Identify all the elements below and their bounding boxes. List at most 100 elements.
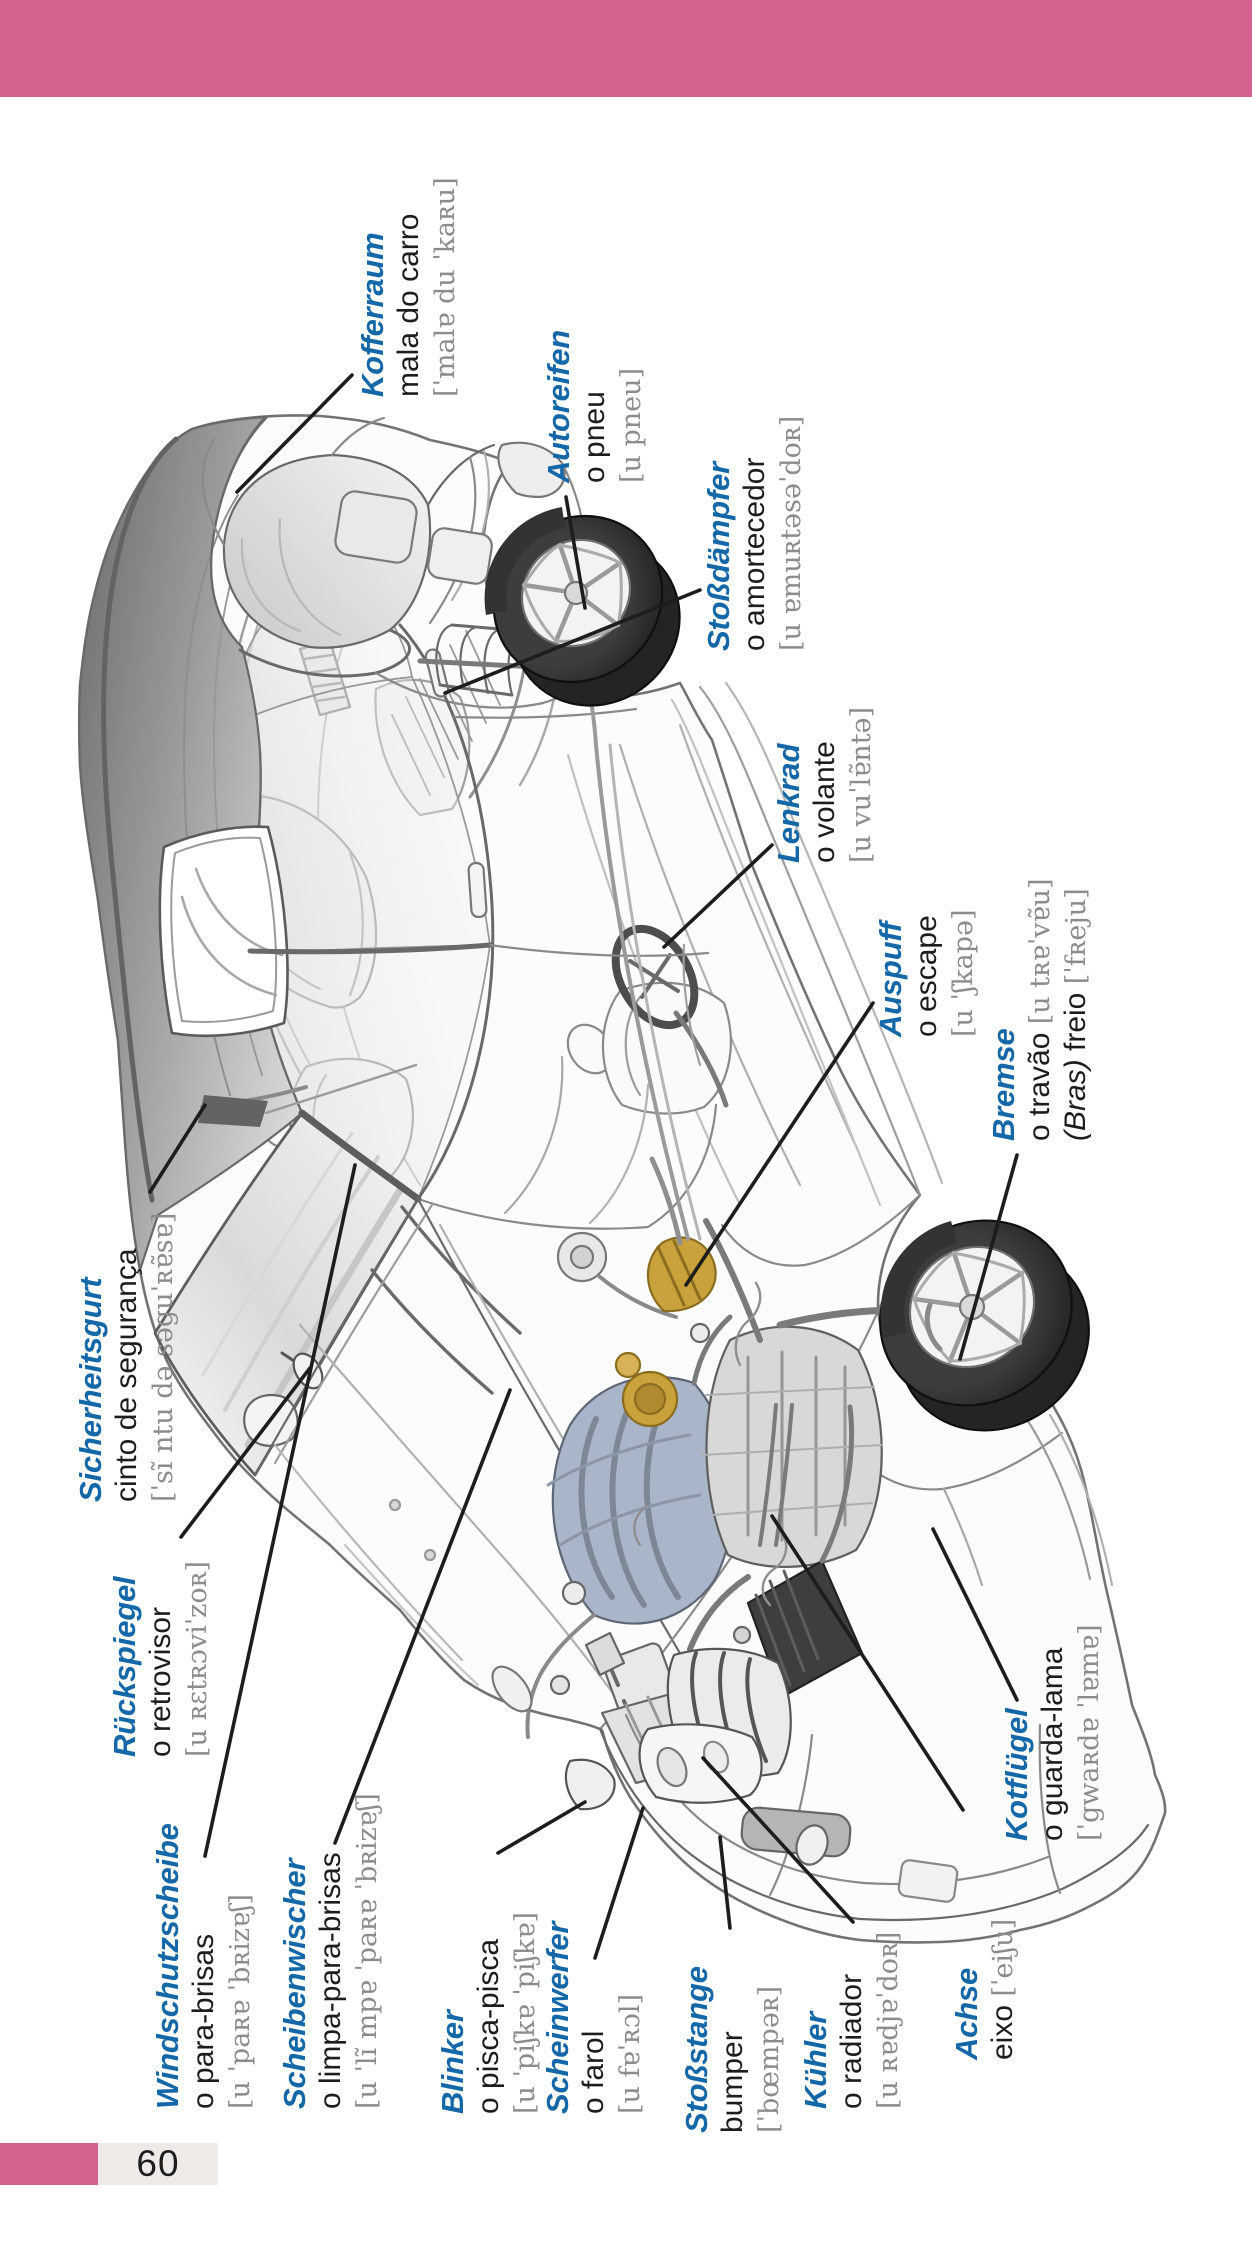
contour-line bbox=[942, 1487, 984, 1587]
phonetic-transcription: [u vuˈlɐ̃ntə] bbox=[846, 706, 877, 863]
contour-line bbox=[691, 1314, 733, 1386]
contour-line bbox=[298, 1109, 422, 1203]
german-term: Achse bbox=[949, 1967, 984, 2060]
door-seam-rear bbox=[452, 707, 638, 719]
contour-line bbox=[911, 1250, 1025, 1364]
variant-word: freio bbox=[1059, 984, 1092, 1051]
contour-line bbox=[633, 1505, 788, 1607]
variant-region-prefix: (Bras) bbox=[1059, 1051, 1092, 1141]
engine-block bbox=[701, 1325, 883, 1568]
contour-line bbox=[298, 1323, 622, 1705]
label-line: [ˈgwaʀdɐ ˈlɐmɐ] bbox=[1071, 1625, 1107, 1842]
leader-lines bbox=[148, 373, 1019, 1960]
label-windschutzscheibe: Windschutzscheibe o para-brisas [u ˈpaʀɐ… bbox=[150, 1823, 258, 2109]
german-term: Scheinwerfer bbox=[540, 1921, 575, 2114]
phonetic-transcription: [ˈsĩ ntu də səguˈʀɐ̃sɐ] bbox=[148, 1212, 179, 1502]
seatbelt-band bbox=[198, 1095, 268, 1127]
contour-line bbox=[598, 1275, 678, 1319]
german-term: Stoßdämpfer bbox=[701, 462, 736, 651]
blinker-lens bbox=[564, 1758, 616, 1811]
label-line: [ˈbœmpəʀ] bbox=[751, 1966, 787, 2133]
contour-line bbox=[678, 723, 862, 1157]
leader-rueckspiegel bbox=[179, 1366, 312, 1539]
fog-light bbox=[795, 1824, 829, 1866]
phonetic-transcription: [u pneu] bbox=[616, 367, 647, 483]
label-line: o radiador bbox=[834, 1932, 870, 2109]
phonetic-transcription: [u ˈpaʀɐ ˈbʀizɐʃ] bbox=[225, 1894, 256, 2109]
label-line: [u ʀɐdjɐˈdoʀ] bbox=[870, 1932, 906, 2109]
front-bumper bbox=[598, 1727, 1150, 1922]
contour-line bbox=[649, 1156, 683, 1246]
german-term: Blinker bbox=[435, 2010, 470, 2114]
german-term: Kühler bbox=[798, 2012, 833, 2109]
label-line: mala do carro bbox=[391, 177, 427, 397]
contour-line bbox=[687, 1574, 751, 1652]
portuguese-translation: o pneu bbox=[578, 391, 611, 483]
phonetic-transcription: [ˈmalɐ du ˈkaʀu] bbox=[430, 177, 461, 397]
bumper-cover bbox=[897, 1859, 959, 1903]
label-line: o retrovisor bbox=[143, 1561, 179, 1757]
label-line: [ˈsĩ ntu də səguˈʀɐ̃sɐ] bbox=[145, 1213, 181, 1502]
label-achse: Achse eixo [ˈeiʃu] bbox=[949, 1919, 1057, 2060]
contour-line bbox=[209, 415, 269, 649]
contour-line bbox=[170, 836, 278, 1023]
phonetic-transcription: [u ˈpiʃkɐ ˈpiʃkɐ] bbox=[510, 1912, 541, 2114]
label-line: [u fɐˈʀɔl] bbox=[612, 1922, 648, 2114]
front-face bbox=[491, 1407, 1150, 1922]
contour-line bbox=[924, 1302, 943, 1352]
contour-line bbox=[628, 953, 680, 999]
contour-line bbox=[253, 1197, 420, 1477]
contour-line bbox=[724, 681, 944, 1185]
leader-sicherheitsgurt bbox=[148, 1103, 207, 1194]
german-term: Lenkrad bbox=[771, 743, 806, 863]
exhaust-shield bbox=[646, 1156, 717, 1313]
german-term: Stoßstange bbox=[679, 1966, 714, 2133]
portuguese-translation: o para-brisas bbox=[187, 1933, 220, 2109]
contour-line bbox=[1048, 1413, 1114, 1587]
far-headlight bbox=[491, 1665, 533, 1713]
sunroof-opening bbox=[158, 825, 289, 1038]
contour-line bbox=[670, 698, 882, 1207]
contour-line bbox=[618, 743, 802, 1187]
front-rim-spokes bbox=[911, 1250, 1026, 1364]
phonetic-transcription: [ˈgwaʀdɐ ˈlɐmɐ] bbox=[1074, 1624, 1105, 1842]
contour-line bbox=[584, 1631, 626, 1677]
door-handle-front bbox=[467, 861, 488, 919]
detail-circle bbox=[689, 1322, 711, 1344]
front-arch-shadow bbox=[880, 1221, 957, 1338]
hood-crease bbox=[273, 1443, 464, 1662]
door-seam-front bbox=[488, 943, 710, 957]
inline-phonetic: [ˈfʀeju] bbox=[1061, 888, 1092, 985]
label-blinker: Blinker o pisca-pisca [u ˈpiʃkɐ ˈpiʃkɐ] bbox=[435, 1912, 543, 2114]
phonetic-transcription: [u fɐˈʀɔl] bbox=[615, 1994, 646, 2114]
detail-circle bbox=[732, 1625, 752, 1645]
label-scheinwerfer: Scheinwerfer o farol [u fɐˈʀɔl] bbox=[540, 1922, 648, 2114]
contour-line bbox=[240, 517, 342, 637]
contour-line bbox=[503, 1055, 564, 1215]
contour-line bbox=[601, 981, 732, 1115]
label-bremse: Bremse o travão [u tʀɐˈvɐ̃u] (Bras) frei… bbox=[986, 878, 1094, 1141]
footer-pagenumber-box: 60 bbox=[98, 2143, 218, 2185]
contour-line bbox=[656, 1239, 702, 1307]
portuguese-translation: o volante bbox=[808, 741, 841, 863]
label-stossdaempfer: Stoßdämpfer o amortecedor [u ɐmuʀtəsəˈdo… bbox=[701, 416, 809, 651]
portuguese-translation: mala do carro bbox=[392, 213, 425, 397]
label-scheibenwischer: Scheibenwischer o limpa-para-brisas [u ˈ… bbox=[277, 1793, 385, 2109]
contour-line bbox=[546, 1433, 702, 1547]
contour-line bbox=[223, 1155, 380, 1412]
leader-kofferraum bbox=[235, 373, 354, 494]
portuguese-translation: o retrovisor bbox=[144, 1606, 177, 1757]
headlight bbox=[638, 1723, 763, 1804]
label-kuehler: Kühler o radiador [u ʀɐdjɐˈdoʀ] bbox=[798, 1932, 906, 2109]
leader-stossdaempfer bbox=[443, 588, 702, 695]
portuguese-translation: bumper bbox=[716, 2031, 749, 2133]
footer-accent-square bbox=[0, 2143, 98, 2185]
contour-line bbox=[158, 825, 289, 1038]
contour-line bbox=[521, 542, 623, 644]
phonetic-transcription: [u ʀɐdjɐˈdoʀ] bbox=[873, 1931, 904, 2109]
rear-arch-shadow bbox=[484, 507, 565, 615]
portuguese-translation: eixo bbox=[986, 1996, 1019, 2060]
portuguese-translation: cinto de segurança bbox=[110, 1248, 143, 1502]
page-number: 60 bbox=[136, 2143, 180, 2184]
